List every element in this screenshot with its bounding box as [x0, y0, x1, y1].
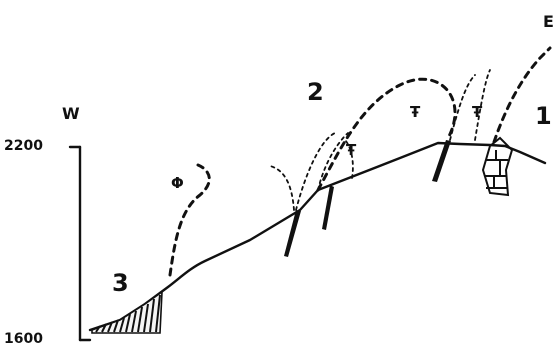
- tectonic-symbol-right: Ŧ: [472, 105, 482, 120]
- elevation-label-top: 2200: [4, 139, 43, 153]
- zone-label-3: 3: [112, 271, 129, 295]
- west-label: W: [62, 106, 80, 122]
- fold-traces-fine: [270, 70, 490, 210]
- elevation-label-bottom: 1600: [4, 332, 43, 346]
- fold-traces: [170, 48, 550, 275]
- zone-label-1: 1: [535, 104, 552, 128]
- zone-label-2: 2: [307, 80, 324, 104]
- tectonic-symbol-left: Ŧ: [346, 143, 356, 158]
- elevation-axis: [70, 147, 90, 340]
- east-label: E: [543, 14, 553, 30]
- phi-symbol: Φ: [171, 176, 184, 191]
- tectonic-symbol-middle: Ŧ: [410, 105, 420, 120]
